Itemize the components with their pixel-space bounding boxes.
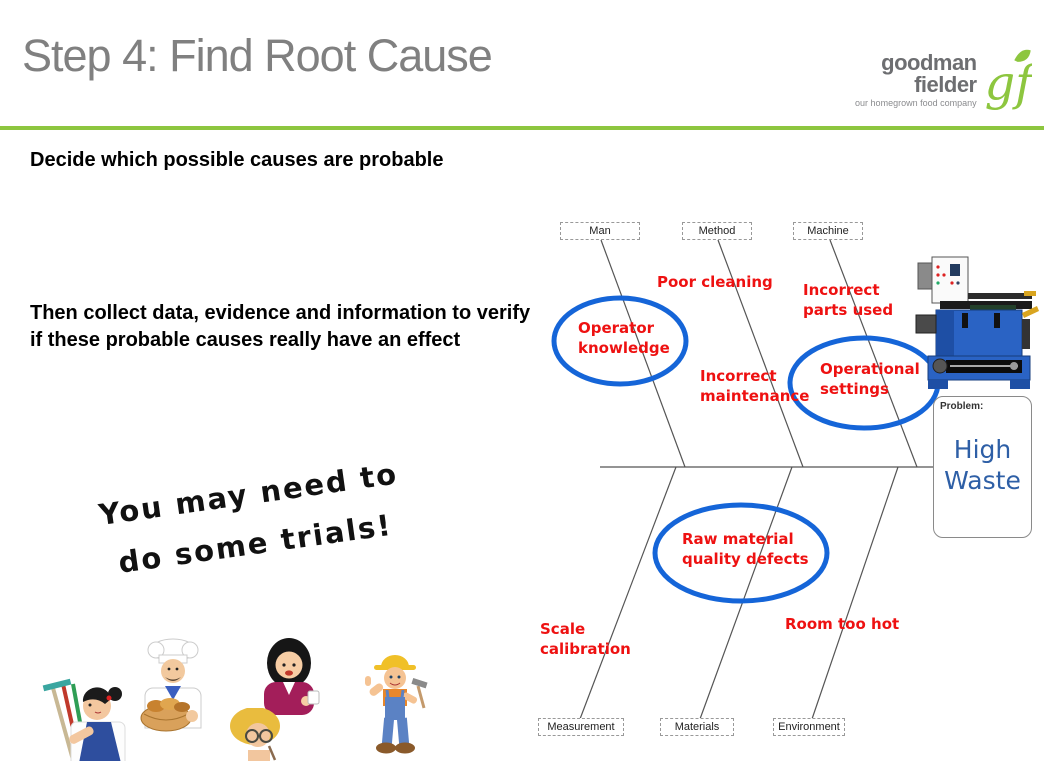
body-paragraph: Then collect data, evidence and informat… — [30, 302, 531, 351]
brand-tagline: our homegrown food company — [855, 98, 977, 108]
clipart-businesswoman-icon — [264, 638, 320, 715]
cause-operational-settings: Operational settings — [820, 360, 920, 398]
category-materials: Materials — [660, 718, 734, 736]
trials-note: You may need to do some trials! — [96, 456, 401, 580]
cause-poor-cleaning: Poor cleaning — [657, 273, 773, 291]
brand-logo: goodman fielder our homegrown food compa… — [842, 40, 1032, 118]
circle-raw-material — [652, 502, 830, 604]
category-measurement: Measurement — [538, 718, 624, 736]
category-environment: Environment — [773, 718, 845, 736]
clipart-worker-thumbs-up-icon — [365, 655, 428, 754]
cause-incorrect-parts-used: Incorrect parts used — [803, 281, 894, 319]
problem-text: High Waste — [944, 435, 1021, 496]
green-divider — [0, 126, 1044, 130]
gf-monogram-icon: gf — [984, 49, 1032, 112]
problem-box: Problem: High Waste — [933, 396, 1032, 538]
machine-image — [915, 256, 1039, 389]
brand-name: goodman fielder — [881, 50, 977, 97]
lead-text: Decide which possible causes are probabl… — [30, 149, 444, 171]
cause-room-too-hot: Room too hot — [785, 615, 900, 633]
clipart-chef-icon — [140, 638, 202, 732]
category-method: Method — [682, 222, 752, 240]
page-title: Step 4: Find Root Cause — [22, 30, 493, 81]
svg-text:gf: gf — [984, 57, 1032, 112]
cause-incorrect-maintenance: Incorrect maintenance — [700, 367, 810, 405]
category-machine: Machine — [793, 222, 863, 240]
problem-label: Problem: — [940, 401, 984, 412]
clipart-cleaning-woman-icon — [42, 678, 126, 761]
category-man: Man — [560, 222, 640, 240]
cause-operator-knowledge: Operator knowledge — [578, 319, 670, 357]
fishbone-diagram: Man Method Machine Measurement Materials… — [528, 215, 1044, 761]
circle-operator-knowledge — [551, 295, 689, 387]
cause-scale-calibration: Scale calibration — [540, 620, 631, 658]
clipart-blonde-woman-glasses-icon — [230, 708, 280, 761]
cause-raw-material-defects: Raw material quality defects — [682, 530, 809, 568]
